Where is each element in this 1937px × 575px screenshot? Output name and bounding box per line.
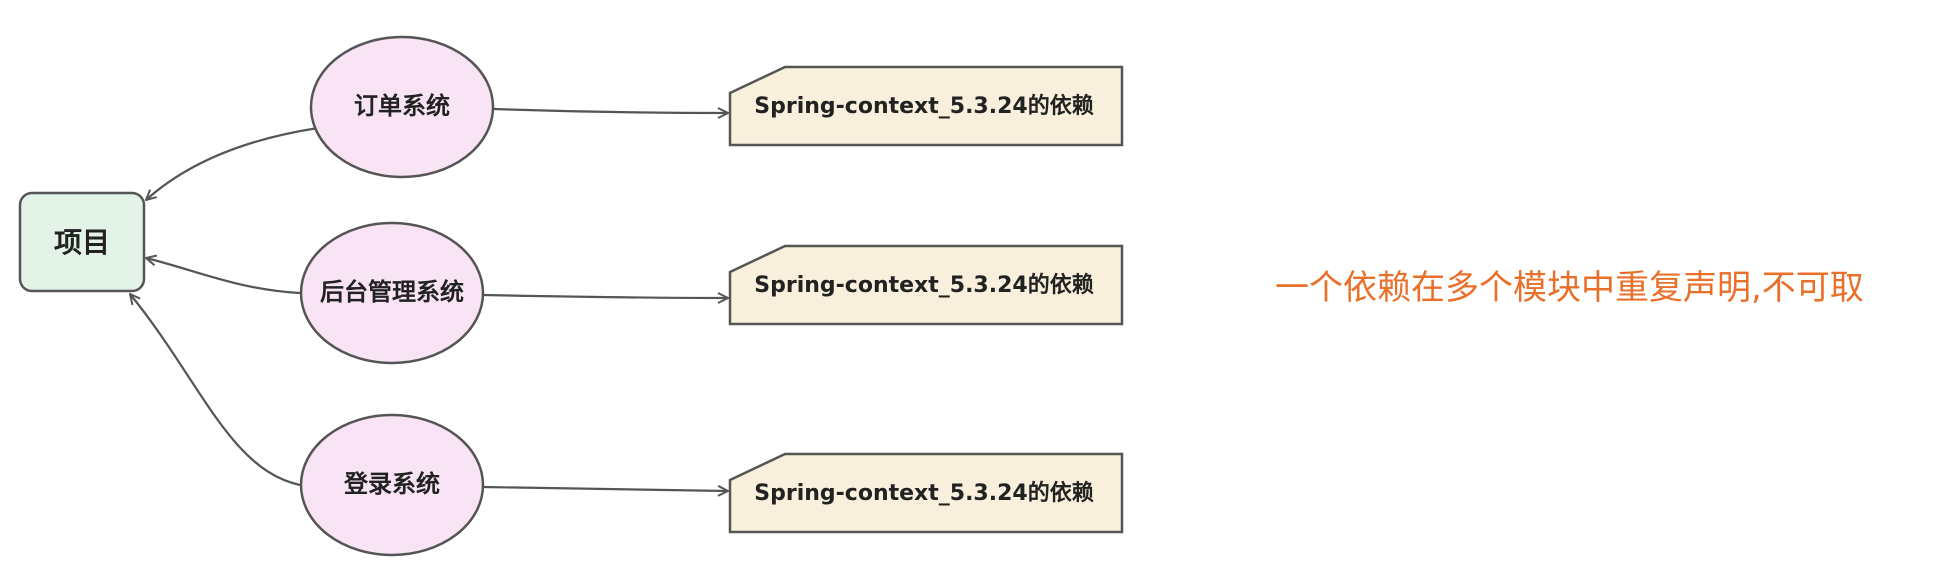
edge-order-to-dependency bbox=[492, 109, 728, 113]
dependency-label-1: Spring-context_5.3.24的依赖 bbox=[754, 93, 1093, 119]
warning-note: 一个依赖在多个模块中重复声明,不可取 bbox=[1275, 268, 1864, 308]
module-node-login: 登录系统 bbox=[299, 413, 485, 557]
dependency-node-3: Spring-context_5.3.24的依赖 bbox=[728, 452, 1124, 534]
dependency-node-1: Spring-context_5.3.24的依赖 bbox=[728, 65, 1124, 147]
dependency-label-3: Spring-context_5.3.24的依赖 bbox=[754, 480, 1093, 506]
project-label: 项目 bbox=[54, 226, 110, 259]
module-label-login: 登录系统 bbox=[343, 470, 440, 498]
edge-admin-to-dependency bbox=[482, 295, 728, 298]
module-label-admin: 后台管理系统 bbox=[320, 278, 464, 306]
edge-login-to-project bbox=[130, 294, 301, 487]
edge-admin-to-project bbox=[146, 258, 301, 295]
module-node-order: 订单系统 bbox=[309, 35, 495, 179]
module-node-admin: 后台管理系统 bbox=[299, 221, 485, 365]
project-node: 项目 bbox=[18, 191, 146, 293]
edge-order-to-project bbox=[146, 126, 319, 200]
module-label-order: 订单系统 bbox=[354, 92, 450, 120]
dependency-node-2: Spring-context_5.3.24的依赖 bbox=[728, 244, 1124, 326]
edge-login-to-dependency bbox=[482, 487, 728, 491]
dependency-label-2: Spring-context_5.3.24的依赖 bbox=[754, 272, 1093, 298]
